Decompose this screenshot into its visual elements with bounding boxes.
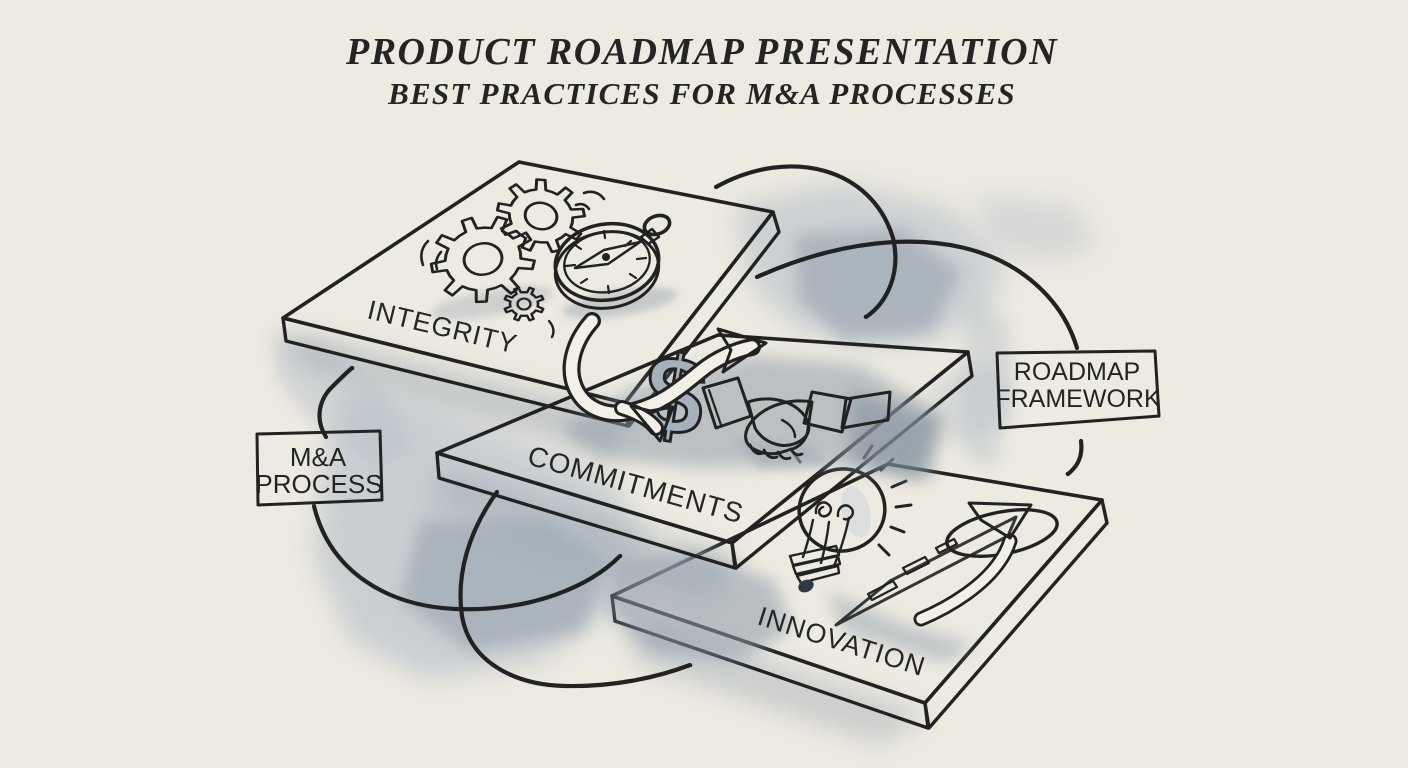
sketch-diagram: $ INTEGRITY COMMITMENTS INNOVATION M&A P… bbox=[0, 0, 1408, 768]
paper-grain-overlay bbox=[0, 0, 1408, 768]
illustration-canvas: $ INTEGRITY COMMITMENTS INNOVATION M&A P… bbox=[0, 0, 1408, 768]
